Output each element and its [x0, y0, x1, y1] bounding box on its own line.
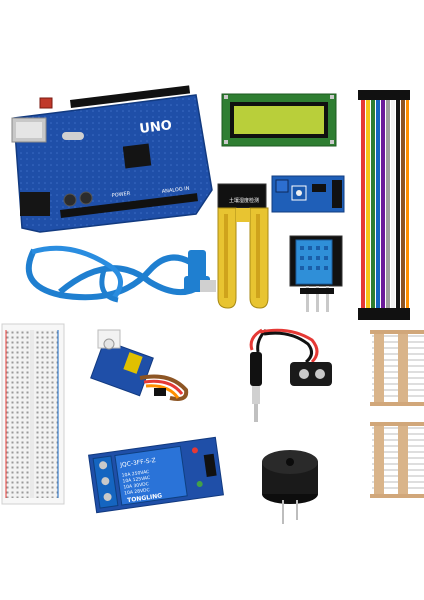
relay-module: JQC-3FF-S-Z 10A 250VAC 10A 125VAC 10A 30…	[88, 436, 224, 514]
microcontroller-chip	[122, 143, 152, 169]
servo-motor	[90, 329, 189, 401]
relay-brand-label: TONGLING	[127, 492, 163, 504]
jumper-wire-bundle	[358, 90, 410, 320]
analog-in-label: ANALOG IN	[162, 186, 191, 195]
relay-led-red	[191, 447, 198, 454]
relay-rating-2: 10A 125VAC	[122, 475, 150, 485]
dc-jack	[20, 192, 50, 216]
soil-sensor-label: 土壤湿度检测	[229, 197, 259, 204]
arduino-uno-board: UNO POWER ANALOG IN	[11, 85, 213, 233]
dht11-sensor	[289, 235, 343, 312]
sensor-comparator-module	[271, 175, 345, 213]
resistor-bundle-top	[370, 330, 424, 406]
lcd-screen	[234, 106, 324, 134]
breadboard	[1, 323, 65, 505]
relay-rating-4: 10A 28VDC	[124, 487, 150, 497]
battery-clip	[249, 328, 332, 422]
resistor-bundle-bottom	[370, 422, 424, 498]
power-label: POWER	[112, 191, 132, 199]
usb-cable	[25, 245, 216, 303]
uno-brand-label: UNO	[139, 118, 173, 137]
relay-cube	[114, 445, 188, 506]
usb-a-plug	[188, 250, 206, 280]
relay-rating-3: 10A 30VDC	[123, 481, 149, 491]
soil-moisture-sensor: 土壤湿度检测	[217, 183, 269, 309]
lcd-1602-module	[221, 93, 337, 147]
piezo-buzzer	[262, 450, 318, 524]
relay-led-green	[196, 481, 203, 488]
relay-rating-1: 10A 250VAC	[121, 469, 149, 479]
reset-button	[39, 97, 53, 109]
